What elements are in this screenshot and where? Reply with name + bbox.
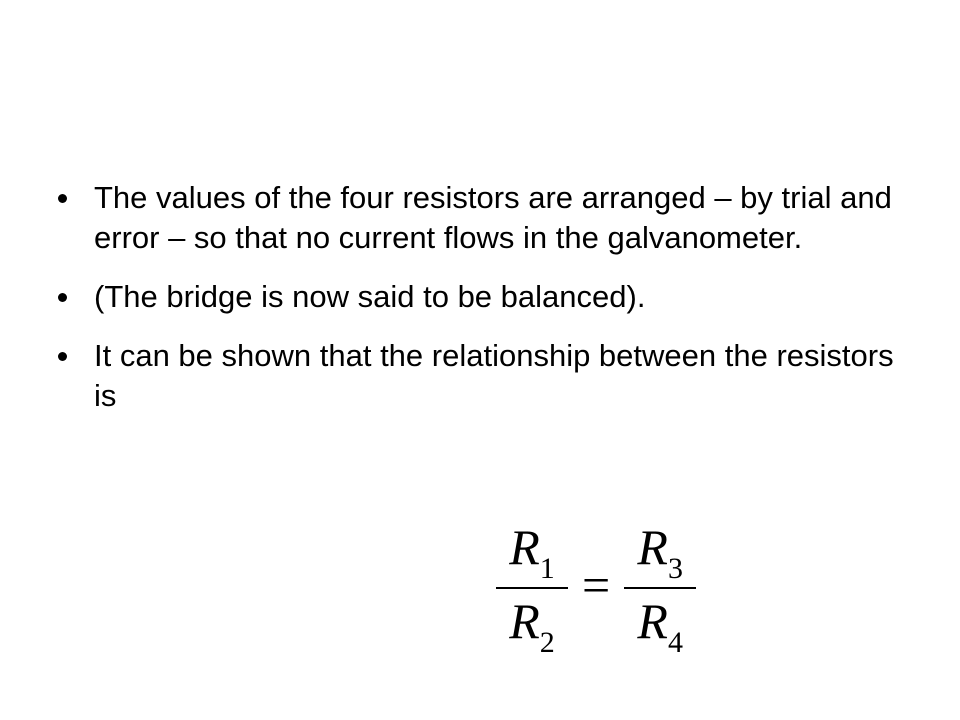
resistor-symbol: R xyxy=(637,519,668,575)
left-fraction: R1 R2 xyxy=(496,519,568,659)
denominator-r4: R4 xyxy=(633,593,687,659)
bullet-text: (The bridge is now said to be balanced). xyxy=(94,279,646,314)
resistor-subscript: 3 xyxy=(667,552,683,585)
resistor-subscript: 4 xyxy=(667,626,683,659)
bullet-item: It can be shown that the relationship be… xyxy=(58,336,898,416)
resistor-symbol: R xyxy=(509,519,540,575)
bullet-dot-icon xyxy=(58,352,67,361)
bullet-item: (The bridge is now said to be balanced). xyxy=(58,277,898,317)
numerator-r1: R1 xyxy=(505,519,559,585)
fraction-bar xyxy=(624,587,697,589)
resistor-ratio-equation: R1 R2 = R3 R4 xyxy=(496,519,697,659)
denominator-r2: R2 xyxy=(505,593,559,659)
equals-sign: = xyxy=(582,557,611,613)
fraction-bar xyxy=(496,587,568,589)
resistor-symbol: R xyxy=(637,593,668,649)
resistor-subscript: 1 xyxy=(539,552,555,585)
resistor-symbol: R xyxy=(509,593,540,649)
numerator-r3: R3 xyxy=(633,519,687,585)
bullet-text: It can be shown that the relationship be… xyxy=(94,338,894,413)
bullet-dot-icon xyxy=(58,293,67,302)
right-fraction: R3 R4 xyxy=(624,519,697,659)
bullet-list: The values of the four resistors are arr… xyxy=(58,178,898,435)
bullet-dot-icon xyxy=(58,194,67,203)
bullet-item: The values of the four resistors are arr… xyxy=(58,178,898,258)
resistor-subscript: 2 xyxy=(539,626,555,659)
bullet-text: The values of the four resistors are arr… xyxy=(94,180,892,255)
